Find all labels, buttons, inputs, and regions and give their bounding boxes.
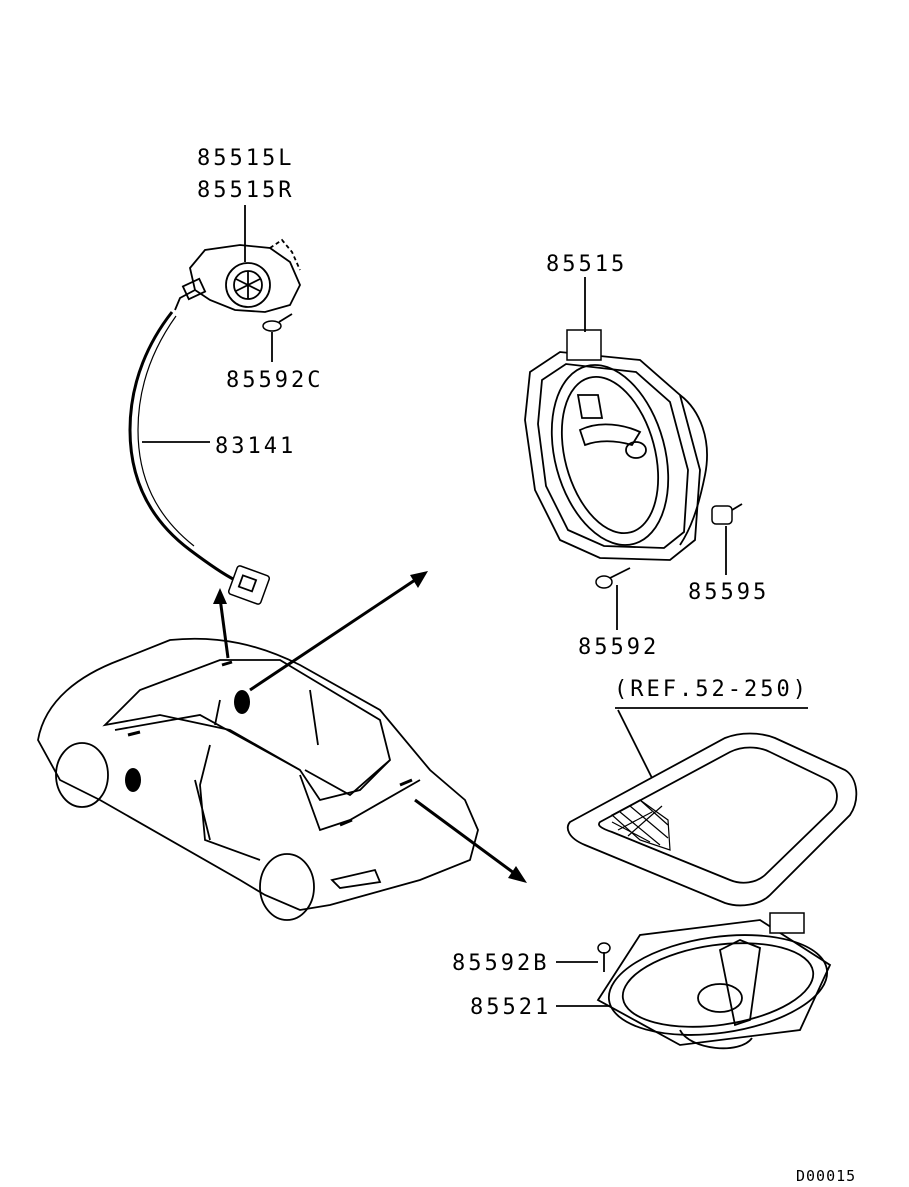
screw-85592C xyxy=(262,313,293,332)
location-arrows xyxy=(213,571,527,883)
screw-85592B xyxy=(597,942,611,972)
label-85515: 85515 xyxy=(546,252,627,277)
rear-shelf-trim xyxy=(566,732,858,907)
rear-speaker-85521 xyxy=(596,912,832,1050)
label-ref-52-250: (REF.52-250) xyxy=(614,677,809,702)
label-85595: 85595 xyxy=(688,580,769,605)
label-85592B: 85592B xyxy=(452,951,549,976)
label-85592C: 85592C xyxy=(226,368,323,393)
label-83141: 83141 xyxy=(215,434,296,459)
diagram-code: D00015 xyxy=(796,1167,856,1185)
clip-85595 xyxy=(711,503,743,525)
label-85521: 85521 xyxy=(470,995,551,1020)
label-85592: 85592 xyxy=(578,635,659,660)
cable-connector xyxy=(227,565,271,605)
label-85515R: 85515R xyxy=(197,178,294,203)
speaker-cable xyxy=(128,311,236,582)
tweeter-assembly xyxy=(174,238,301,313)
car-illustration xyxy=(37,637,479,921)
door-speaker-85515 xyxy=(524,329,708,561)
label-85515L: 85515L xyxy=(197,146,294,171)
screw-85592 xyxy=(595,567,631,589)
